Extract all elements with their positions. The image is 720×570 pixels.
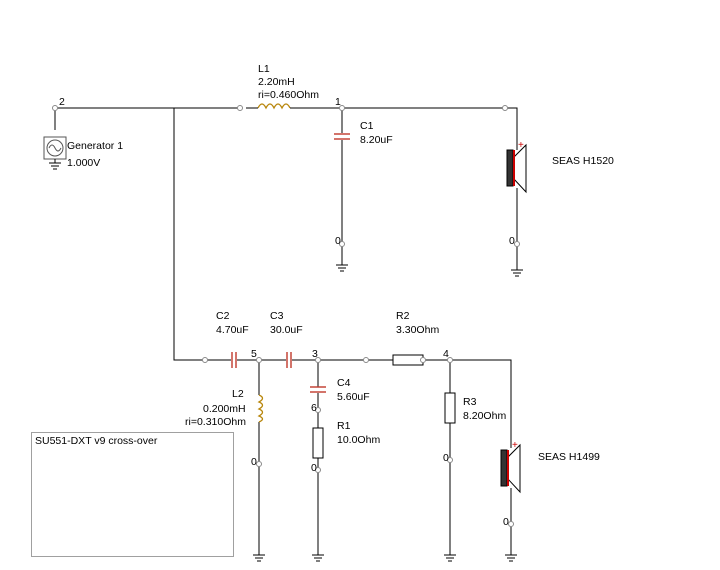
node-label: 5	[251, 348, 257, 360]
wire-top-rail	[54, 107, 240, 130]
terminal-dot[interactable]	[339, 241, 345, 247]
r1-resistor-symbol[interactable]	[312, 427, 324, 459]
terminal-dot[interactable]	[502, 105, 508, 111]
node-label: 2	[59, 96, 65, 108]
r3-name-label: R3	[463, 396, 477, 408]
wire-tweeter-top	[505, 107, 518, 150]
terminal-dot[interactable]	[339, 105, 345, 111]
l1-inductor-symbol[interactable]	[246, 103, 292, 110]
r3-resistor-symbol[interactable]	[444, 392, 456, 424]
ground-icon	[336, 264, 348, 272]
r1-value-label: 10.0Ohm	[337, 434, 380, 446]
generator-value-label: 1.000V	[67, 157, 100, 169]
terminal-dot[interactable]	[202, 357, 208, 363]
ground-icon	[505, 554, 517, 562]
l2-ri-label: ri=0.310Ohm	[185, 416, 246, 428]
ground-icon	[444, 554, 456, 562]
c4-value-label: 5.60uF	[337, 391, 370, 403]
tweeter-name-label: SEAS H1520	[552, 155, 614, 167]
l2-value-label: 0.200mH	[203, 403, 246, 415]
c3-name-label: C3	[270, 310, 284, 322]
terminal-dot[interactable]	[256, 461, 262, 467]
c2-capacitor-symbol[interactable]	[231, 352, 237, 368]
ground-symbols	[253, 264, 523, 562]
r2-resistor-symbol[interactable]	[392, 354, 424, 366]
c4-name-label: C4	[337, 377, 351, 389]
terminal-dot[interactable]	[508, 521, 514, 527]
ground-icon	[312, 554, 324, 562]
component-labels: L1 2.20mH ri=0.460Ohm C1 8.20uF Generato…	[67, 63, 614, 463]
l1-name-label: L1	[258, 63, 270, 75]
l1-ri-label: ri=0.460Ohm	[258, 89, 319, 101]
node-label: 0	[251, 456, 257, 468]
svg-text:+: +	[512, 440, 518, 451]
node-label: 0	[311, 462, 317, 474]
node-label: 4	[443, 348, 449, 360]
generator-name-label: Generator 1	[67, 140, 123, 152]
generator-symbol[interactable]	[43, 136, 67, 170]
terminal-dot[interactable]	[447, 457, 453, 463]
r2-value-label: 3.30Ohm	[396, 324, 439, 336]
tweeter-speaker-symbol[interactable]: +	[506, 140, 527, 194]
r1-name-label: R1	[337, 420, 351, 432]
node-label: 6	[311, 402, 317, 414]
c2-value-label: 4.70uF	[216, 324, 249, 336]
c1-name-label: C1	[360, 120, 374, 132]
l1-value-label: 2.20mH	[258, 76, 295, 88]
r3-value-label: 8.20Ohm	[463, 410, 506, 422]
node-label: 0	[509, 235, 515, 247]
wire-branch-down	[173, 108, 205, 361]
r2-name-label: R2	[396, 310, 410, 322]
c1-value-label: 8.20uF	[360, 134, 393, 146]
node-label: 3	[312, 348, 318, 360]
terminal-dot[interactable]	[237, 105, 243, 111]
node-labels: 2 1 0 0 5 3 4 6 0 0 0 0	[59, 96, 515, 528]
terminal-dot[interactable]	[514, 241, 520, 247]
node-label: 1	[335, 96, 341, 108]
terminal-dot[interactable]	[447, 357, 453, 363]
terminal-dot[interactable]	[52, 105, 58, 111]
c3-capacitor-symbol[interactable]	[286, 352, 292, 368]
terminal-dot[interactable]	[363, 357, 369, 363]
note-box[interactable]: SU551-DXT v9 cross-over	[31, 432, 234, 557]
node-label: 0	[503, 516, 509, 528]
l2-inductor-symbol[interactable]	[257, 394, 264, 423]
l2-name-label: L2	[232, 388, 244, 400]
note-text: SU551-DXT v9 cross-over	[35, 435, 158, 447]
terminal-dot[interactable]	[315, 357, 321, 363]
ground-icon	[511, 269, 523, 277]
c1-capacitor-symbol[interactable]	[334, 133, 350, 140]
terminals	[52, 105, 520, 527]
woofer-name-label: SEAS H1499	[538, 451, 600, 463]
terminal-dot[interactable]	[256, 357, 262, 363]
c4-capacitor-symbol[interactable]	[310, 386, 326, 393]
terminal-dot[interactable]	[420, 357, 426, 363]
node-label: 0	[443, 452, 449, 464]
svg-text:+: +	[518, 140, 524, 151]
c3-value-label: 30.0uF	[270, 324, 303, 336]
ground-icon	[253, 554, 265, 562]
node-label: 0	[335, 235, 341, 247]
woofer-speaker-symbol[interactable]: +	[500, 440, 521, 494]
terminal-dot[interactable]	[315, 467, 321, 473]
terminal-dot[interactable]	[315, 407, 321, 413]
c2-name-label: C2	[216, 310, 230, 322]
